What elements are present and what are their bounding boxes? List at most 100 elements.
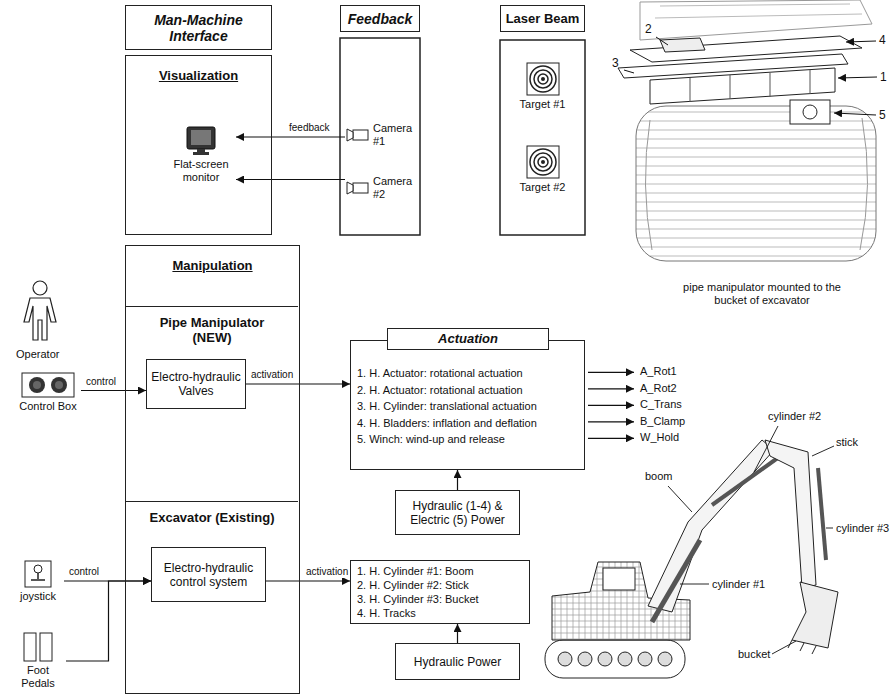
leader-line xyxy=(826,528,833,529)
callout-number: 5 xyxy=(879,108,886,122)
target-icon xyxy=(527,146,559,178)
camera-icon: Camera #2 xyxy=(345,175,419,201)
output-arrow xyxy=(588,438,634,439)
section-band: Excavator (Existing) Electro-hydraulic co… xyxy=(126,501,298,692)
panel-frame xyxy=(340,38,420,235)
camera-icon xyxy=(345,127,369,143)
excavator-drawing xyxy=(603,568,635,590)
monitor-icon xyxy=(185,126,217,156)
excavator-drawing xyxy=(618,652,632,666)
header-box: Feedback xyxy=(340,5,420,32)
operator-figure xyxy=(24,298,56,340)
connector-label: control xyxy=(68,566,100,578)
connector-arrow xyxy=(266,580,350,581)
pipe-manipulator-drawing xyxy=(655,4,862,18)
camera-icon xyxy=(347,182,353,194)
excavator-drawing xyxy=(545,440,838,678)
connector-arrow xyxy=(66,581,151,661)
target-icon xyxy=(530,66,556,92)
node-text: Electro-hydraulic control system xyxy=(156,561,261,589)
foot-pedal-icon: Foot Pedals xyxy=(10,632,66,690)
camera-icon xyxy=(345,127,369,143)
leader-line xyxy=(834,113,876,115)
target-icon xyxy=(526,62,560,96)
pipe-manipulator-drawing xyxy=(636,106,876,261)
node-text: Target #1 xyxy=(520,98,566,111)
node-text: Target #2 xyxy=(520,181,566,194)
header-text: Feedback xyxy=(348,11,413,27)
process-box: Electro-hydraulic Valves xyxy=(146,359,246,409)
process-box: Hydraulic (1-4) & Electric (5) Power xyxy=(395,490,520,535)
list-item: 4. H. Bladders: inflation and deflation xyxy=(357,415,537,432)
signal-name: B_Clamp xyxy=(640,415,685,428)
target-icon xyxy=(526,62,560,96)
list-item: 2. H. Actuator: rotational actuation xyxy=(357,382,537,399)
ped-icon xyxy=(22,632,54,662)
signal-name: C_Trans xyxy=(640,398,682,411)
node-text: Hydraulic (1-4) & Electric (5) Power xyxy=(400,499,515,527)
operator-figure xyxy=(33,281,47,295)
section-heading: Visualization xyxy=(126,68,271,83)
part-name: cylinder #1 xyxy=(712,578,765,591)
monitor-icon xyxy=(185,126,217,156)
leader-line xyxy=(772,641,796,654)
node-text: Foot Pedals xyxy=(10,664,66,690)
leader-line xyxy=(754,426,778,472)
connector-arrow xyxy=(236,136,345,137)
ped-icon xyxy=(24,633,36,661)
laser-target: Target #2 xyxy=(510,145,575,194)
signal-name: A_Rot1 xyxy=(640,365,677,378)
node-text: Camera #1 xyxy=(373,122,419,148)
section-band: Pipe Manipulator (NEW)Electro-hydraulic … xyxy=(126,306,298,501)
process-box: Electro-hydraulic control system xyxy=(151,547,266,602)
output-arrow xyxy=(588,405,634,406)
pipe-manipulator-drawing xyxy=(645,118,867,250)
excavator-drawing xyxy=(818,468,826,560)
target-icon xyxy=(530,149,556,175)
ctrl-icon xyxy=(33,381,41,389)
item-list: 1. H. Actuator: rotational actuation2. H… xyxy=(357,365,537,448)
monitor-icon xyxy=(191,130,211,145)
node-text: Flat-screen monitor xyxy=(166,158,236,184)
monitor-icon: Flat-screen monitor xyxy=(166,126,236,184)
monitor-icon xyxy=(193,152,209,155)
target-icon xyxy=(526,145,560,179)
callout-number: 2 xyxy=(645,22,652,36)
pipe-manipulator-drawing xyxy=(640,0,872,40)
excavator-drawing xyxy=(788,640,816,654)
signal-name: W_Hold xyxy=(640,431,679,444)
part-name: cylinder #2 xyxy=(768,410,821,423)
panel-frame xyxy=(500,40,585,235)
ctrl-icon xyxy=(21,372,75,398)
list-item: 3. H. Cylinder #3: Bucket xyxy=(357,592,523,606)
section-heading: Excavator (Existing) xyxy=(148,510,276,525)
connector-label: control xyxy=(85,376,117,388)
output-arrow xyxy=(588,372,634,438)
connector-arrow xyxy=(246,383,350,384)
monitor-icon xyxy=(187,127,215,149)
target-icon xyxy=(541,160,545,164)
joystick-icon: joystick xyxy=(12,560,64,603)
part-name: stick xyxy=(836,436,858,449)
target-icon xyxy=(534,153,552,171)
list-item: 2. H. Cylinder #2: Stick xyxy=(357,578,523,592)
node-text: Camera #2 xyxy=(373,175,419,201)
connector-label: feedback xyxy=(288,122,331,134)
group-panel: ManipulationPipe Manipulator (NEW)Electr… xyxy=(125,245,300,694)
excavator-drawing xyxy=(638,652,652,666)
leader-line xyxy=(668,486,692,512)
part-name: cylinder #3 xyxy=(836,522,889,535)
target-icon xyxy=(534,70,552,88)
camera-icon xyxy=(353,130,368,140)
ctrl-icon xyxy=(51,377,67,393)
joy-icon xyxy=(25,561,51,587)
leader-line xyxy=(624,70,634,73)
section-heading: Manipulation xyxy=(126,258,299,273)
pipe-manipulator-drawing xyxy=(803,105,817,119)
leader-line xyxy=(624,37,877,115)
joy-icon xyxy=(24,560,52,588)
list-item: 4. H. Tracks xyxy=(357,606,523,620)
excavator-drawing xyxy=(712,452,786,505)
operator-figure xyxy=(24,281,56,340)
list-item: 5. Winch: wind-up and release xyxy=(357,431,537,448)
